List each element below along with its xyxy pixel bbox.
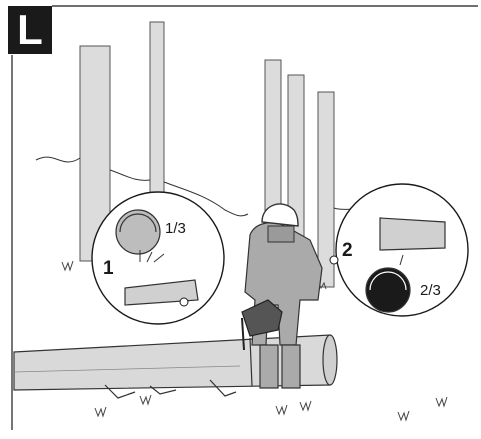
log-cross-section-dark [366,268,410,312]
log-end [323,335,337,385]
detail-circle-2 [336,184,468,316]
callout-dot [330,256,338,264]
log-cross-section [116,210,160,254]
step-fraction-1: 1/3 [165,220,186,237]
figure-letter-label: L [8,6,52,54]
step-fraction-2: 2/3 [420,282,441,299]
step-number-2: 2 [342,240,353,262]
visor [268,226,294,242]
callout-dot [180,298,188,306]
step-number-1: 1 [103,258,114,280]
chainsaw-bar-detail [380,218,445,250]
